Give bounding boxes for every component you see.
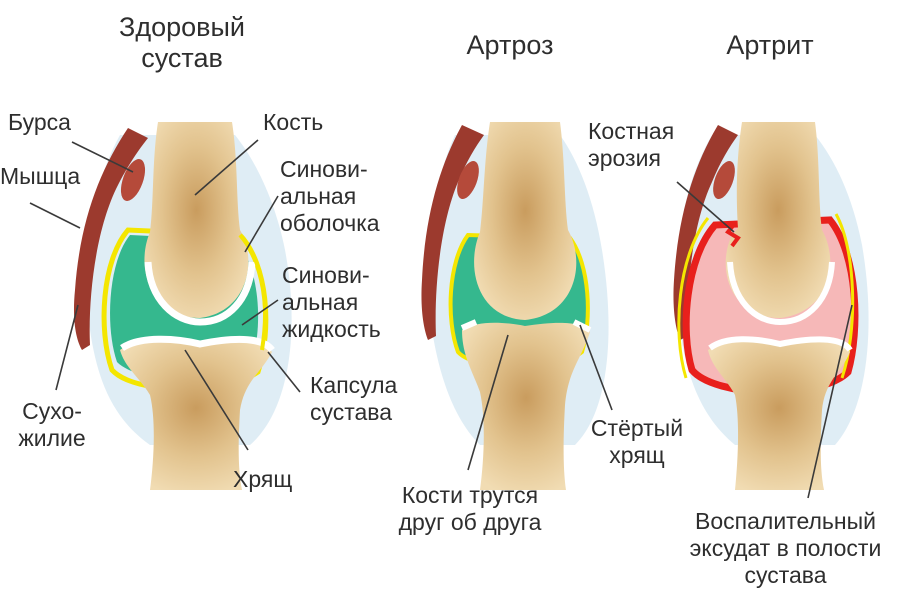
label-tendon: Сухо- жилие <box>18 398 86 451</box>
label-joint-capsule: Капсула сустава <box>310 372 398 425</box>
leader-bursa <box>71 141 134 173</box>
leader-lines <box>29 139 853 499</box>
arthritis-joint <box>673 122 869 490</box>
leader-bone <box>194 139 259 196</box>
arthrosis-worn-cartilage <box>460 319 592 333</box>
leader-muscle <box>29 202 81 229</box>
label-synovial-fluid: Синови- альная жидкость <box>282 262 381 342</box>
label-bone-erosion: Костная эрозия <box>588 118 675 171</box>
healthy-bone-lower <box>120 341 272 490</box>
label-bone: Кость <box>263 109 324 135</box>
arthritis-cartilage-upper <box>727 261 835 326</box>
label-bones-rub: Кости трутся друг об друга <box>398 482 542 535</box>
leader-tendon <box>55 304 79 391</box>
arthritis-membrane <box>677 213 855 379</box>
leader-bones-rub <box>467 334 509 471</box>
label-cartilage: Хрящ <box>233 466 293 492</box>
healthy-bone-upper <box>144 122 249 318</box>
label-worn-cartilage: Стёртый хрящ <box>590 415 684 468</box>
arthrosis-muscle <box>421 125 484 340</box>
leader-erosion <box>676 181 735 233</box>
healthy-capsule-right <box>238 233 268 351</box>
healthy-joint <box>73 122 292 490</box>
arthritis-cartilage-lower <box>708 336 853 352</box>
label-bursa: Бурса <box>8 109 71 135</box>
healthy-cartilage-lower <box>120 335 275 353</box>
arthrosis-bone-upper <box>474 122 577 320</box>
arthrosis-joint <box>421 122 609 490</box>
leader-capsule <box>267 351 301 393</box>
label-muscle: Мышца <box>0 163 81 189</box>
arthritis-erosion <box>725 220 741 248</box>
healthy-muscle <box>73 128 148 350</box>
arthritis-bone-lower <box>708 341 850 490</box>
arthrosis-bursa <box>457 160 479 200</box>
leader-fluid <box>241 299 279 326</box>
label-synovial-membrane: Синови- альная оболочка <box>280 156 380 236</box>
leader-cartilage <box>184 349 249 451</box>
title-arthritis: Артрит <box>726 30 814 60</box>
title-healthy-joint: Здоровый сустав <box>119 12 245 73</box>
arthritis-bursa <box>713 160 735 200</box>
label-exudate: Воспалительный эксудат в полости сустава <box>689 508 882 588</box>
leader-exudate <box>807 304 853 499</box>
leader-worn-cartilage <box>579 324 613 411</box>
arthrosis-bone-lower <box>462 322 590 490</box>
leader-membrane <box>244 195 279 253</box>
arthritis-bone-upper <box>725 122 831 318</box>
title-arthrosis: Артроз <box>466 30 554 60</box>
healthy-cartilage-upper <box>144 261 256 326</box>
